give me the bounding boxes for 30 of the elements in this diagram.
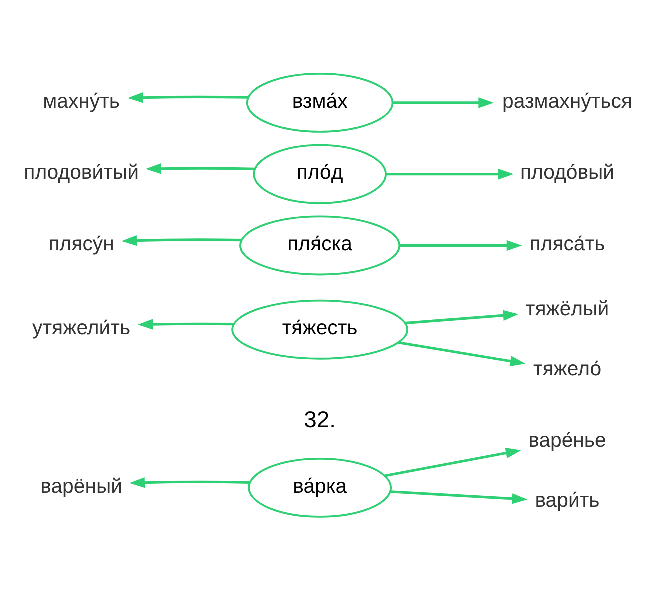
node-text: плодо́вый bbox=[520, 162, 615, 184]
node-text: пляса́ть bbox=[530, 233, 606, 256]
node-text: вари́ть bbox=[535, 489, 600, 512]
node-text: утяжели́ть bbox=[32, 317, 131, 340]
node-text: тяжёлый bbox=[526, 298, 610, 320]
node-ellipse: тя́жесть bbox=[232, 299, 409, 360]
arrow bbox=[398, 340, 526, 366]
arrow bbox=[386, 168, 514, 180]
label: 32. bbox=[304, 406, 336, 432]
arrow bbox=[146, 163, 256, 174]
arrow bbox=[390, 490, 528, 504]
arrow bbox=[384, 448, 522, 477]
node-text: плодови́тый bbox=[24, 162, 139, 184]
node-text: плясу́н bbox=[48, 233, 114, 256]
node-text: махну́ть bbox=[43, 90, 120, 112]
node-text: варе́нье bbox=[528, 429, 606, 452]
node-text: тяжело́ bbox=[533, 358, 602, 380]
arrow bbox=[130, 476, 250, 488]
node-ellipse: пло́д bbox=[253, 144, 387, 204]
arrow bbox=[138, 318, 234, 330]
node-text: размахну́ться bbox=[502, 90, 632, 112]
arrow bbox=[405, 310, 519, 324]
arrow bbox=[400, 240, 522, 251]
arrow bbox=[393, 97, 494, 108]
node-ellipse: ва́рка bbox=[248, 457, 392, 518]
node-ellipse: взма́х bbox=[246, 72, 394, 132]
node-text: варёный bbox=[40, 475, 123, 498]
arrow bbox=[128, 92, 248, 103]
node-ellipse: пля́ска bbox=[240, 215, 401, 276]
arrow bbox=[122, 234, 242, 246]
